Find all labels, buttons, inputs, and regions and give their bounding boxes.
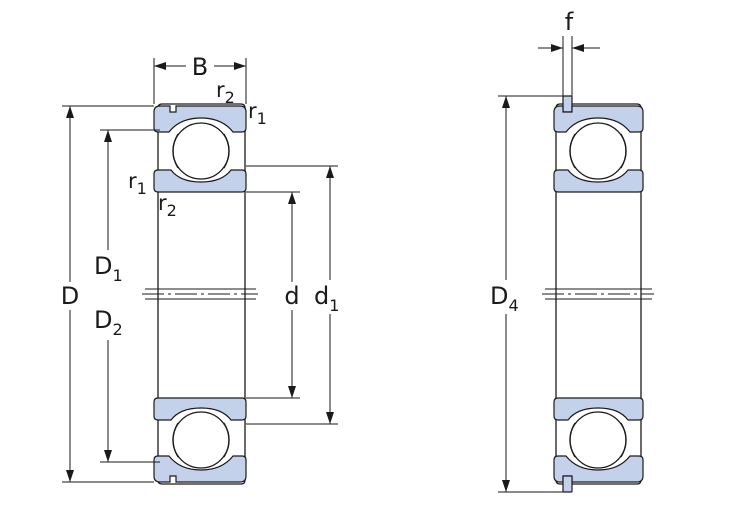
label-D4: D4 [490,282,519,315]
top-ball [172,122,230,180]
right-bottom-outer-ring [553,455,644,483]
label-D1: D1 [94,252,123,285]
right-bearing-section [542,95,654,493]
top-inner-ring [153,169,247,193]
label-D2: D2 [94,306,123,339]
bottom-inner-ring [153,397,247,421]
label-r2-mid: r2 [158,191,177,220]
bottom-outer-ring [153,455,247,483]
bottom-cage-left [172,422,179,458]
right-top-outer-ring [553,105,644,133]
dimension-B: B [153,53,247,104]
right-bottom-inner-ring [553,397,644,421]
top-outer-ring [153,105,247,133]
label-D: D [61,282,79,310]
left-bearing-section [142,103,258,485]
dimension-d: d [246,191,303,399]
dimension-f: f [538,8,600,96]
snap-ring-bottom [562,475,573,493]
label-r1-mid: r1 [128,169,147,198]
bottom-cage-right [223,422,230,458]
dimension-D1-D2 [100,129,160,463]
top-cage-left [172,133,179,169]
label-d: d [284,282,299,310]
dimension-D4 [488,95,563,493]
label-r2-top: r2 [216,78,235,107]
snap-ring-top [562,95,573,113]
label-f: f [565,8,574,36]
right-bottom-ball [569,411,627,469]
top-cage-right [223,133,230,169]
right-top-inner-ring [553,169,644,193]
bottom-ball [172,411,230,469]
dimension-D: D [58,105,154,483]
right-top-ball [569,122,627,180]
label-r1-top: r1 [248,99,267,128]
label-d1: d1 [314,282,339,315]
label-B: B [192,53,208,81]
dimension-d1 [246,165,344,425]
